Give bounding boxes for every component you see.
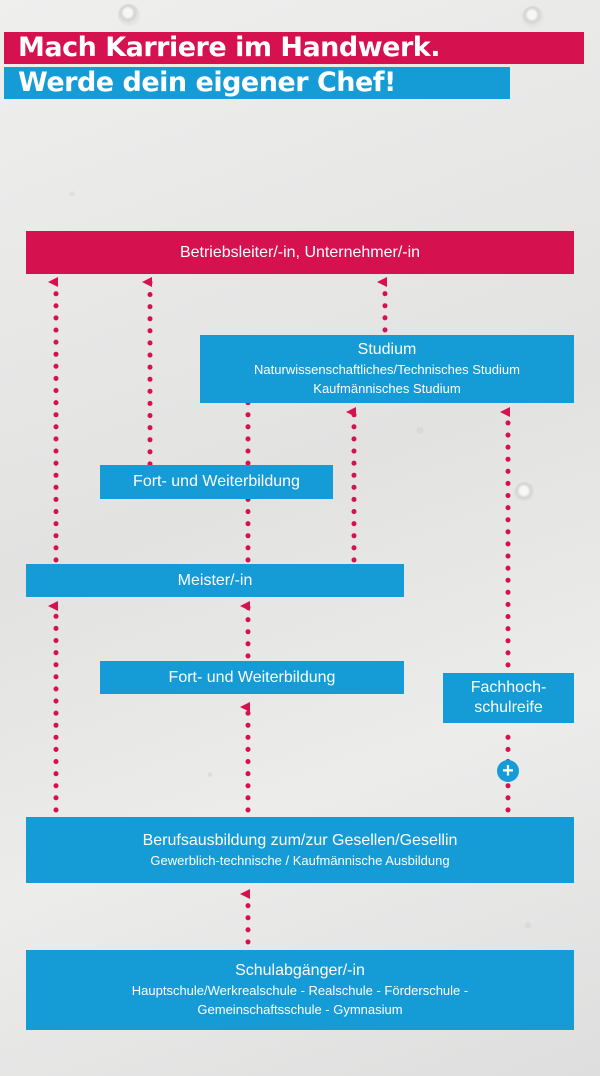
headline-line-1: Mach Karriere im Handwerk.: [4, 32, 584, 64]
box-unternehmer-title: Betriebsleiter/-in, Unternehmer/-in: [179, 243, 421, 261]
box-schulabgaenger: Schulabgänger/-in Hauptschule/Werkrealsc…: [26, 950, 574, 1030]
box-studium-title: Studium: [357, 341, 417, 358]
concrete-hole: [514, 482, 536, 504]
box-schulabgaenger-title: Schulabgänger/-in: [235, 962, 365, 979]
box-unternehmer: Betriebsleiter/-in, Unternehmer/-in: [26, 231, 574, 274]
box-berufsausbildung-title: Berufsausbildung zum/zur Gesellen/Gesell…: [142, 831, 458, 849]
concrete-hole: [522, 6, 544, 28]
box-meister-title: Meister/-in: [177, 571, 253, 589]
box-fortbildung-oben-title: Fort- und Weiterbildung: [133, 473, 300, 490]
box-fachhochschulreife-line-1: Fachhoch-: [470, 679, 547, 696]
box-schulabgaenger-line-1: Hauptschule/Werkrealschule - Realschule …: [131, 983, 469, 998]
box-meister: Meister/-in: [26, 564, 404, 597]
box-berufsausbildung: Berufsausbildung zum/zur Gesellen/Gesell…: [26, 817, 574, 883]
box-fortbildung-unten-title: Fort- und Weiterbildung: [168, 668, 336, 686]
box-studium-line-1: Naturwissenschaftliches/Technisches Stud…: [254, 362, 520, 377]
plus-icon: +: [497, 760, 519, 782]
box-berufsausbildung-sub: Gewerblich-technische / Kaufmännische Au…: [150, 852, 450, 868]
box-studium: Studium Naturwissenschaftliches/Technisc…: [200, 335, 574, 403]
concrete-hole: [118, 4, 140, 26]
box-fortbildung-unten: Fort- und Weiterbildung: [100, 661, 404, 694]
headline-line-2: Werde dein eigener Chef!: [4, 67, 510, 99]
box-fortbildung-oben: Fort- und Weiterbildung: [100, 465, 333, 499]
box-fachhochschulreife: Fachhoch- schulreife: [443, 673, 574, 723]
box-fachhochschulreife-line-2: schulreife: [474, 699, 543, 716]
box-schulabgaenger-line-2: Gemeinschaftsschule - Gymnasium: [197, 1002, 403, 1017]
box-studium-line-2: Kaufmännisches Studium: [313, 381, 461, 396]
